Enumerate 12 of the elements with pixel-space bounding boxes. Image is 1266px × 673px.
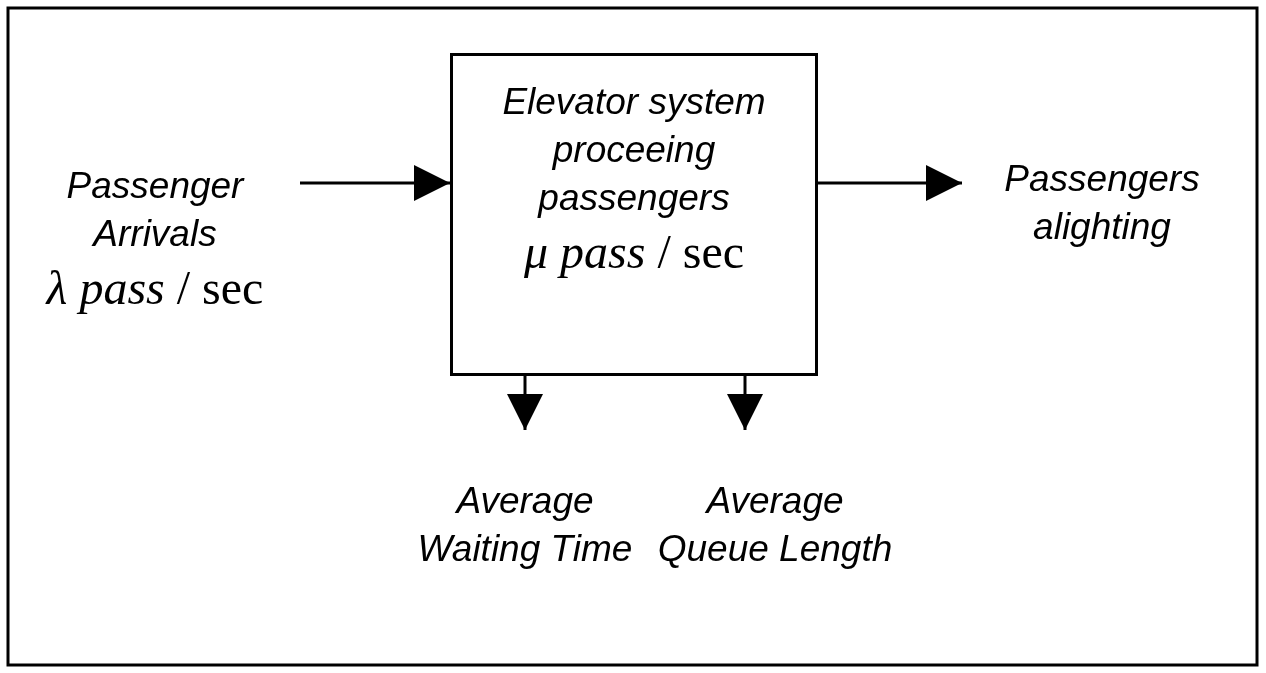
arrow	[507, 376, 543, 430]
node-label: Passengers alighting	[1003, 156, 1201, 249]
arrow	[727, 376, 763, 430]
rate-formula: λ pass / sec	[46, 260, 264, 316]
node-label: Elevator system proceeing passengers	[501, 80, 767, 220]
arrow	[818, 165, 962, 201]
arrow	[300, 165, 450, 201]
node-label: Average Queue Length	[656, 479, 894, 571]
node-label: Average Waiting Time	[416, 479, 634, 571]
process-box	[450, 53, 818, 376]
node-label: Passenger Arrivals	[65, 164, 246, 256]
rate-formula: μ pass / sec	[523, 224, 745, 280]
